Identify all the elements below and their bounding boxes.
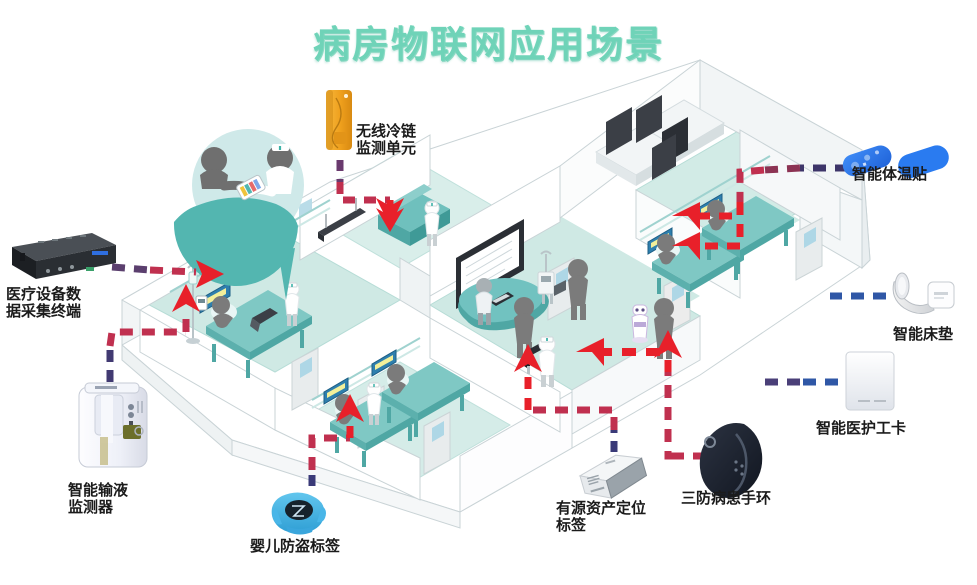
asset-location-tag-device [578,454,648,499]
smart-mattress-label: 智能床垫 [893,325,954,343]
smart-staff-badge-label: 智能医护工卡 [816,419,907,437]
asset-location-tag-label: 有源资产定位 标签 [556,499,647,535]
patient-wristband-label: 三防病患手环 [681,489,772,507]
smart-temperature-patch-device [842,145,949,179]
ward-bottom [311,337,470,467]
medical-data-terminal-label: 医疗设备数 据采集终端 [6,285,82,321]
baby-antitheft-tag-label: 婴儿防盗标签 [250,537,341,555]
cold-chain-unit-device [326,90,352,150]
medical-data-terminal-device [12,233,116,279]
building-walls [120,58,871,529]
smart-infusion-monitor-label: 智能输液 监测器 [68,481,129,517]
smart-mattress-device [892,272,955,314]
smart-temperature-patch-label: 智能体温贴 [852,165,928,183]
baby-antitheft-tag-device [271,492,326,535]
ward-upper-left [318,184,450,246]
lobby-central [456,219,674,387]
page-title: 病房物联网应用场景 [313,23,664,66]
patient-wristband-device [699,423,763,498]
service-robot [631,304,649,343]
arrow-heads [172,198,700,422]
office-workstation [595,95,725,186]
smart-staff-badge-device [845,351,895,411]
callout-bubble [173,129,304,300]
smart-infusion-monitor-device [78,382,148,468]
cold-chain-unit-label: 无线冷链 监测单元 [356,122,417,158]
